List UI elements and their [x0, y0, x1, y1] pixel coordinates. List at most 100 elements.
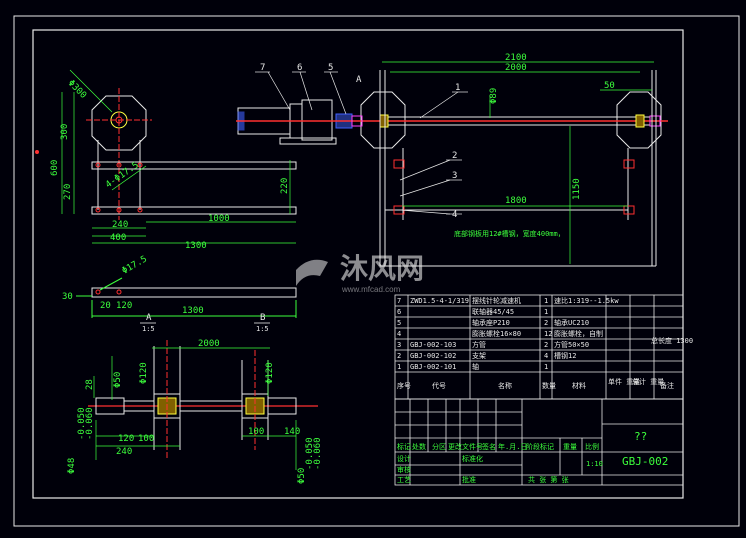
shaft-tol1: -0.050 [77, 407, 87, 440]
tb-sign: 签名 [482, 442, 496, 451]
hdr-totalwt: 总计 重量 [632, 377, 664, 386]
dim-w2: 400 [110, 233, 126, 243]
parts-cell-name: 方管 [472, 340, 486, 349]
bolt-hole [95, 207, 101, 213]
dim-d2: 600 [50, 160, 60, 176]
shaft-dim-text: 2000 Φ50 Φ120 Φ120 28 Φ48 -0.050 -0.060 … [67, 339, 323, 484]
dim-dia: Φ300 [66, 78, 88, 100]
watermark-text: 沐风网 [340, 252, 424, 285]
parts-cell-name: 轴承座P210 [472, 318, 510, 327]
tb-doc: 更改文件号 [448, 442, 483, 451]
parts-cell-name: 联轴器45/45 [472, 307, 514, 316]
balloon-5: 5 [328, 63, 333, 73]
dim-w3: 1000 [208, 214, 230, 224]
dim-spacing: 1800 [505, 196, 527, 206]
hdr-name: 名称 [498, 381, 512, 390]
parts-cell-qty: 12 [544, 330, 552, 338]
section-mark-a: A [356, 75, 362, 85]
shaft-tol2: -0.060 [85, 407, 95, 440]
dim-span: 2000 [505, 63, 527, 73]
hdr-qty: 数量 [542, 381, 556, 390]
shaft-view [88, 340, 318, 460]
parts-cell-material: 方管50×50 [554, 340, 589, 349]
parts-cell-no: 7 [397, 297, 401, 305]
bolt-hole [116, 162, 122, 168]
balloon-2: 2 [452, 151, 457, 161]
tb-count: 处数 [412, 442, 426, 451]
left-sprocket [360, 91, 406, 149]
dim-d3: 270 [63, 184, 73, 200]
dim-hole: 4-Φ17.5 [104, 161, 141, 191]
shaft-l28: 28 [85, 379, 95, 390]
tb-drawing-no: GBJ-002 [622, 455, 668, 468]
tb-sheet: 共 张 第 张 [528, 475, 569, 484]
left-center-mark [35, 150, 39, 154]
shaft-d120b: Φ120 [265, 362, 275, 384]
shaft-d48: Φ48 [67, 458, 77, 474]
shaft-tol3: -0.050 [305, 437, 315, 470]
tb-scale-label: 比例 [585, 442, 599, 451]
tb-mark: 标记 [397, 442, 411, 451]
bolt-hole [116, 207, 122, 213]
hdr-unitwt: 单件 重量 [608, 377, 640, 386]
balloon-1: 1 [455, 83, 460, 93]
sec-a-a: 30 [62, 292, 73, 302]
inner-border [32, 29, 684, 499]
reducer [301, 99, 333, 141]
tb-review: 审核 [397, 465, 411, 474]
tb-std: 标准化 [462, 454, 483, 463]
tb-stage: 阶段标记 [526, 442, 554, 451]
parts-cell-name: 支架 [472, 351, 486, 360]
parts-cell-material: 轴承UC210 [554, 318, 589, 327]
tb-date: 年.月.日 [498, 442, 527, 451]
dim-offset: 50 [604, 81, 615, 91]
sec-a-scale: 1:5 [142, 325, 155, 333]
parts-cell-material: 槽钢12 [554, 351, 576, 360]
assembly-note: 底部钢板用12#槽钢，宽度400mm， [454, 229, 565, 238]
parts-cell-qty: 2 [544, 319, 548, 327]
left-side-view [86, 88, 297, 220]
shaft-d120: Φ120 [139, 362, 149, 384]
sec-a-d: 1300 [182, 306, 204, 316]
shaft-d50b: Φ50 [297, 468, 307, 484]
parts-cell-code: GBJ-002-103 [410, 341, 456, 349]
shaft-l100: 100 [138, 434, 154, 444]
shaft-l240: 240 [116, 447, 132, 457]
shaft-tol4: -0.060 [313, 437, 323, 470]
parts-table-lines [394, 294, 684, 400]
watermark: 沐风网 www.mfcad.com [296, 252, 424, 294]
tb-approve: 批准 [462, 475, 476, 484]
parts-cell-name: 膨胀螺栓16×80 [472, 329, 521, 338]
sec-a-b: 20 [100, 301, 111, 311]
watermark-url: www.mfcad.com [341, 285, 401, 294]
assembly-text: 7 6 5 1 2 3 4 A 2100 2000 50 Φ89 1150 18… [260, 53, 615, 238]
dim-d1: 300 [60, 124, 70, 140]
parts-cell-material: 速比1:319--1.5kw [554, 296, 619, 305]
assembly-leaders [255, 71, 468, 215]
shaft-d50: Φ50 [113, 372, 123, 388]
dim-overall: 2100 [505, 53, 527, 63]
parts-cell-code: GBJ-002-101 [410, 363, 456, 371]
watermark-logo [296, 259, 328, 286]
title-block-lines [394, 398, 684, 486]
sec-a-hole: Φ17.5 [121, 254, 149, 276]
sec-b-label: B [260, 313, 265, 323]
shaft-l140: 140 [284, 427, 300, 437]
dim-wheel: Φ89 [489, 88, 499, 104]
tb-weight: 重量 [563, 443, 577, 451]
tb-scale: 1:10 [586, 460, 603, 468]
shaft-overall: 2000 [198, 339, 220, 349]
bolt-hole [95, 162, 101, 168]
parts-cell-no: 4 [397, 330, 401, 338]
assembly-dimensions [382, 61, 654, 264]
balloon-6: 6 [297, 63, 302, 73]
tb-zone: 分区 [432, 442, 446, 451]
left-view-dim-text: Φ300 300 600 270 220 4-Φ17.5 240 400 100… [50, 78, 290, 251]
parts-cell-qty: 1 [544, 363, 548, 371]
balloon-4: 4 [452, 210, 457, 220]
dim-height: 1150 [572, 178, 582, 200]
shaft-l100b: 100 [248, 427, 264, 437]
tb-title: ?? [634, 430, 647, 443]
sec-b-scale: 1:5 [256, 325, 269, 333]
